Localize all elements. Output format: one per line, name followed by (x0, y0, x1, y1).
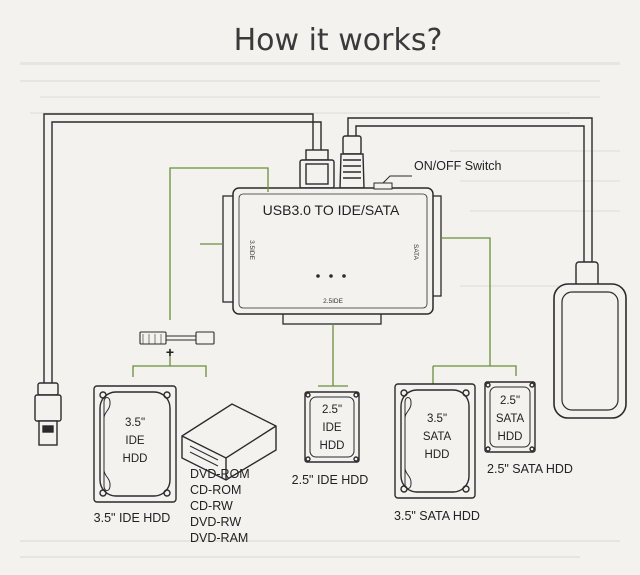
adapter-body (222, 182, 442, 325)
sata-25-hdd-type: SATA (496, 413, 525, 425)
optical-caption-5: DVD-RAM (190, 531, 248, 545)
sata-35-hdd-type: SATA (423, 431, 452, 443)
ide-35-hdd-caption: 3.5" IDE HDD (94, 511, 171, 525)
switch-label: ON/OFF Switch (414, 159, 502, 173)
bleed-through-text (20, 62, 620, 558)
sata-25-hdd-size: 2.5" (500, 395, 520, 407)
ide-25-hdd-size: 2.5" (322, 404, 342, 416)
sata-35-hdd-icon (394, 383, 476, 499)
power-cable (347, 117, 593, 282)
connection-lines (132, 167, 517, 387)
ide-35-hdd-type: IDE (125, 435, 145, 447)
ide-25-hdd-icon (304, 391, 360, 463)
dc-plug-icon (339, 135, 365, 189)
sata-35-hdd-caption: 3.5" SATA HDD (394, 509, 480, 523)
ide-35-hdd-icon (93, 385, 177, 503)
ide-25-hdd-kind: HDD (320, 440, 345, 452)
sata-25-hdd-caption: 2.5" SATA HDD (487, 462, 573, 476)
ide-25-hdd-caption: 2.5" IDE HDD (292, 473, 369, 487)
sata-35-hdd-size: 3.5" (427, 413, 447, 425)
ide-35-hdd-kind: HDD (123, 453, 148, 465)
optical-caption-2: CD-ROM (190, 483, 241, 497)
optical-caption-1: DVD-ROM (190, 467, 250, 481)
led-icon (329, 274, 333, 278)
usb-micro-b-plug-icon (299, 149, 335, 189)
power-polarity-label: + (166, 344, 174, 360)
power-adapter-icon (553, 261, 627, 419)
usb-a-plug-icon (34, 382, 62, 446)
optical-caption-3: CD-RW (190, 499, 233, 513)
ide-25-hdd-type: IDE (322, 422, 342, 434)
sata-35-hdd-kind: HDD (425, 449, 450, 461)
sata-25-hdd-kind: HDD (498, 431, 523, 443)
optical-caption-4: DVD-RW (190, 515, 241, 529)
port-label-bottom: 2.5IDE (323, 298, 344, 305)
molex-connector-icon (139, 331, 215, 345)
ide-35-hdd-size: 3.5" (125, 417, 145, 429)
sata-25-hdd-icon (484, 381, 536, 453)
led-icon (342, 274, 346, 278)
page-title: How it works? (234, 23, 443, 58)
adapter-name: USB3.0 TO IDE/SATA (263, 202, 400, 218)
port-label-right: SATA (412, 244, 419, 261)
led-icon (316, 274, 320, 278)
optical-drive-icon (181, 403, 277, 481)
port-label-left: 3.5IDE (248, 240, 255, 261)
usb-cable (43, 113, 322, 385)
